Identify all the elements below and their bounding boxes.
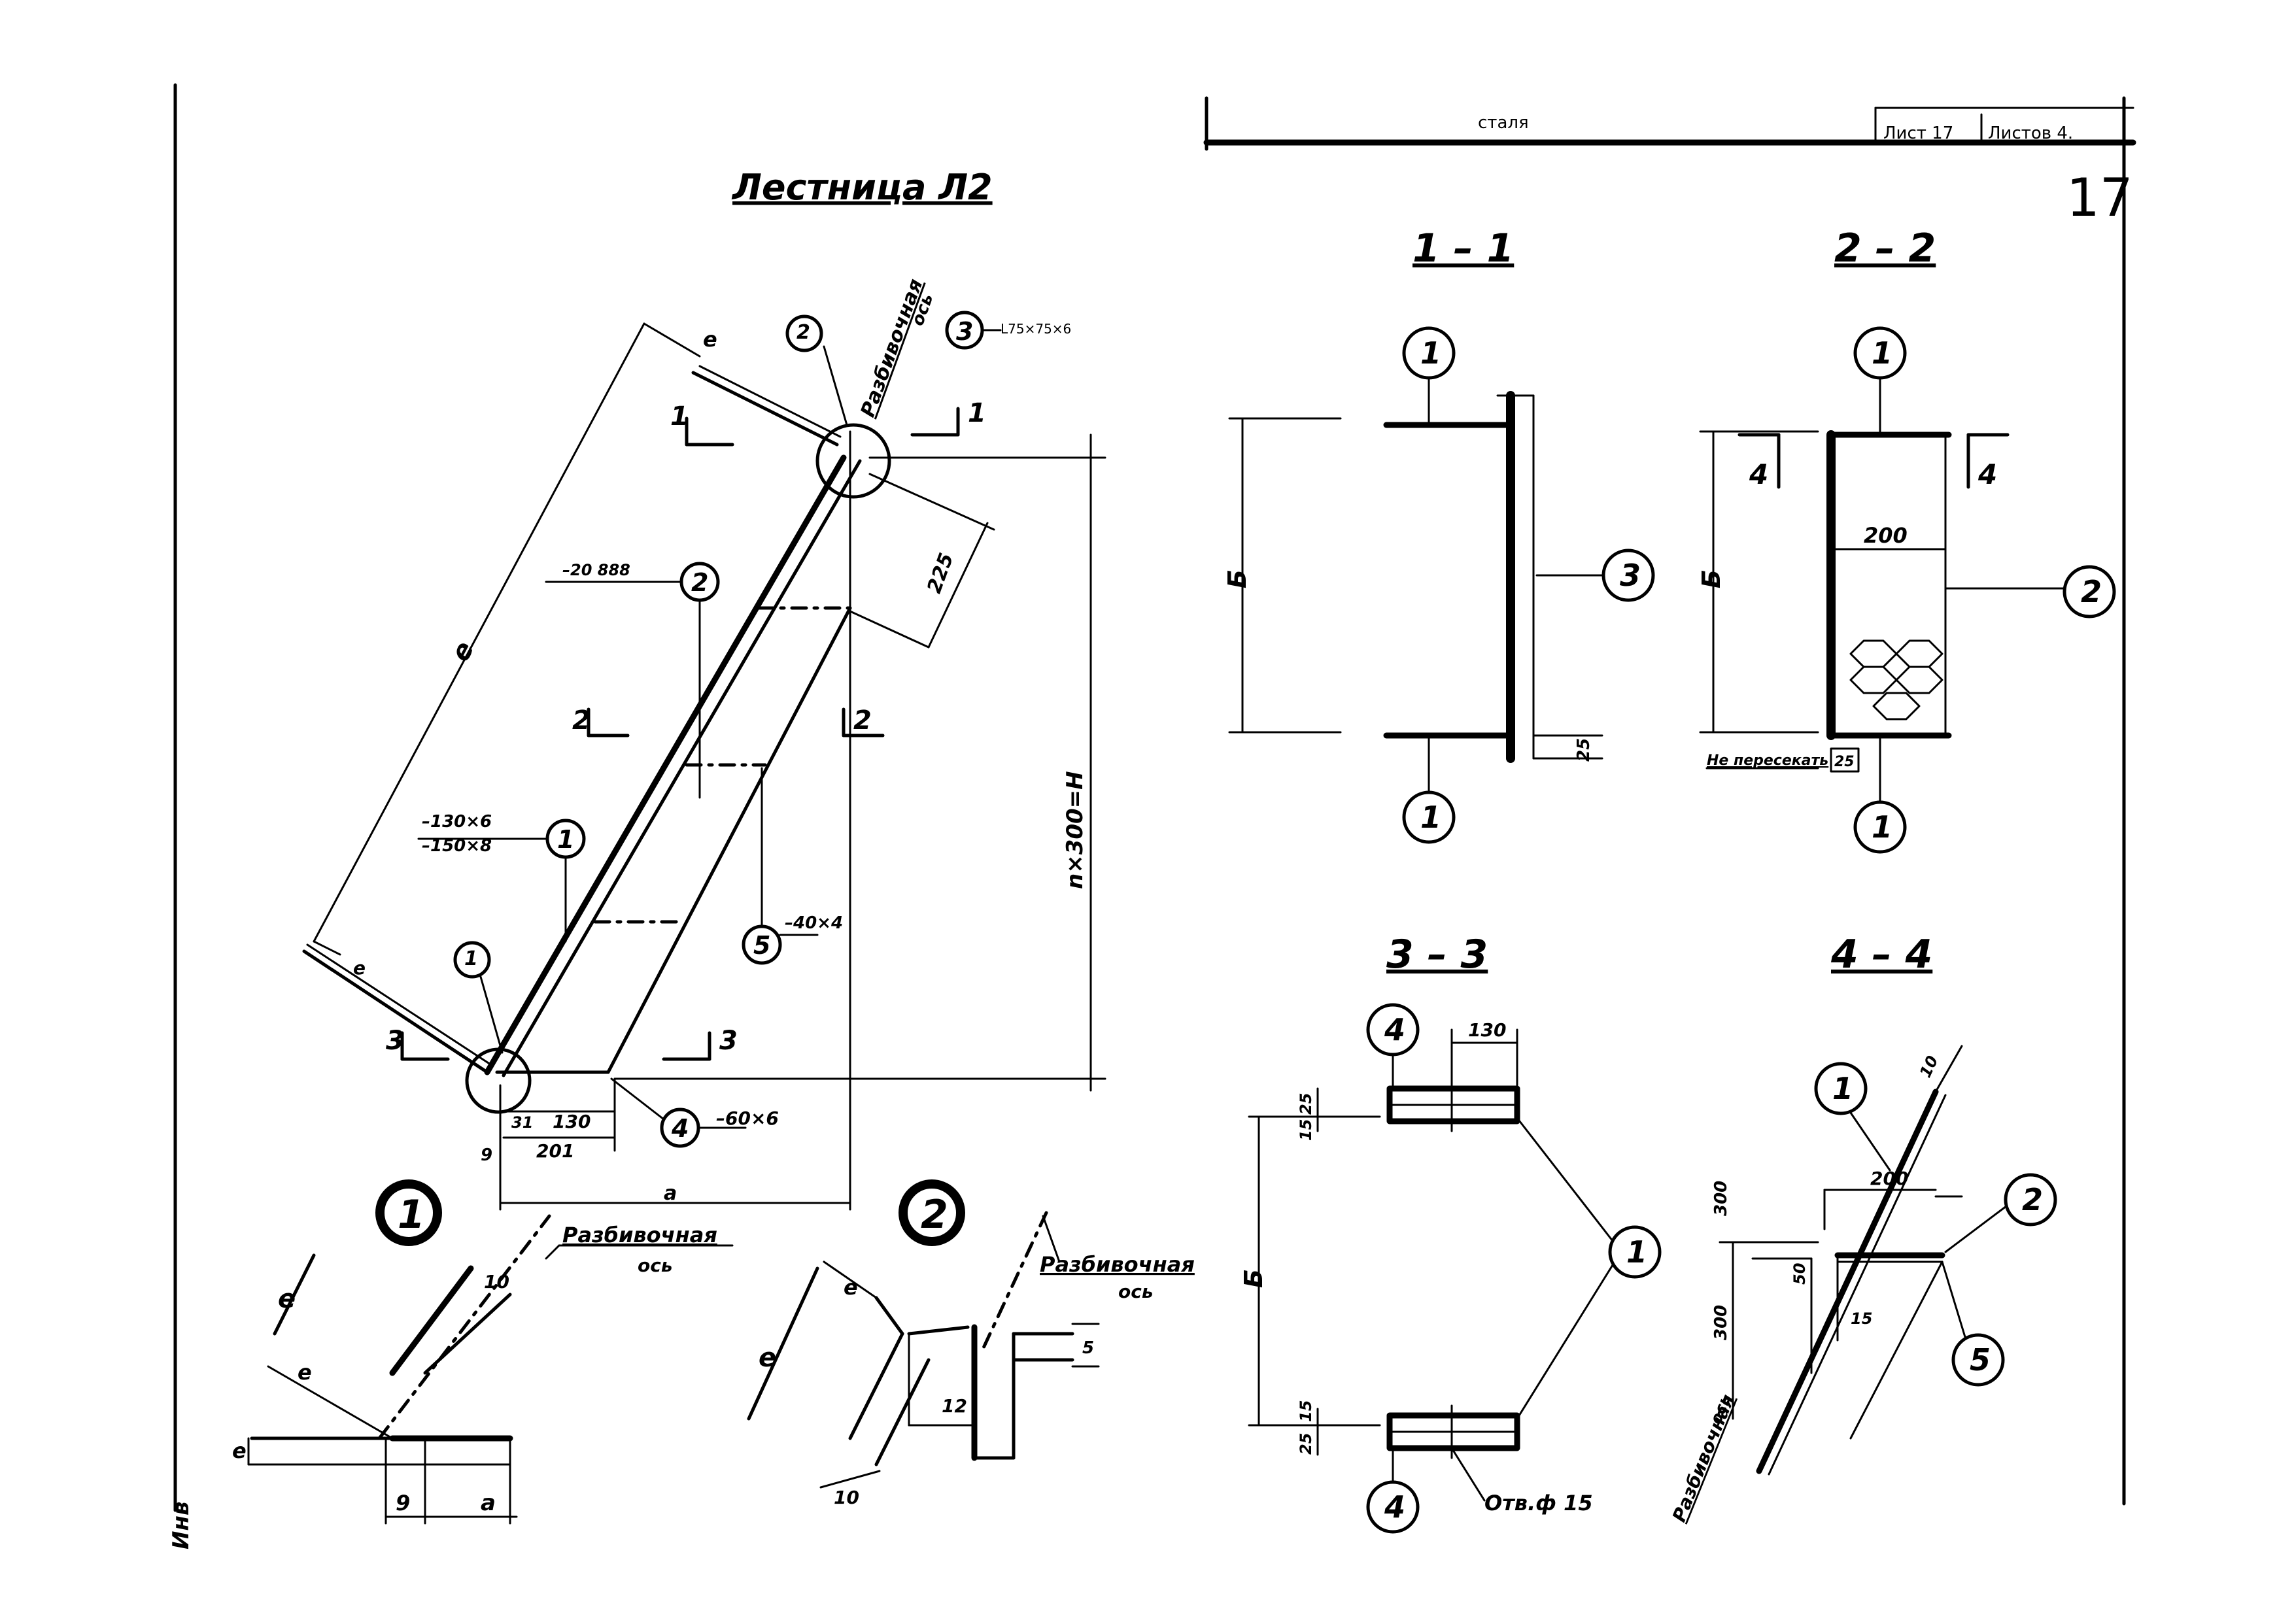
callout-1: 1 [557,825,574,854]
title-block: сталя Лист 17 Листов 4. 17 [1478,113,2133,228]
node-2-e1: е [759,1343,776,1373]
section-3-3-callout-1: 1 [1626,1234,1647,1270]
dim-31: 31 [511,1113,533,1132]
expanded-mesh [1849,639,1943,720]
section-4-4-callout-5: 5 [1970,1342,1991,1378]
section-mark-3-right: 3 [719,1026,738,1056]
node-2-e2: е [844,1275,858,1300]
section-2-2-b: Б [1697,569,1726,588]
section-4-4-dim-300b: 300 [1711,1305,1731,1340]
node-2-detail: 2 е е 5 12 10 Разбивочная ось [747,1179,1195,1508]
section-4-4-dim-200: 200 [1870,1168,1908,1189]
section-3-3-dim-130: 130 [1468,1019,1506,1041]
spec-strip-1a: –130×6 [422,812,492,832]
sheets-count-label: Листов 4. [1988,124,2073,143]
section-2-2-note: Не пересекать [1707,753,1828,769]
section-2-2: 2 – 2 200 Б 4 4 Не пересекать 25 1 1 [1697,226,2116,854]
section-mark-2-right: 2 [853,705,872,736]
section-3-3: 3 – 3 130 Б 25 15 15 25 4 4 1 Отв.ф 15 [1239,932,1662,1534]
section-3-3-title: 3 – 3 [1386,932,1488,977]
section-2-2-mark-4a: 4 [1749,458,1768,490]
node-2-axis: Разбивочная [1040,1252,1195,1277]
section-2-2-dim-200: 200 [1864,523,1908,548]
dim-height: n×300=H [1062,771,1088,889]
section-4-4-callout-1: 1 [1832,1071,1853,1106]
node-1-dim-10: 10 [484,1271,509,1293]
section-2-2-callout-bottom: 1 [1872,809,1892,845]
section-2-2-dim-25: 25 [1834,754,1855,770]
node-1-e2: е [298,1360,312,1385]
section-1-1: 1 – 1 Б 25 1 1 3 [1223,226,1655,844]
section-3-3-dim-15: 15 [1297,1119,1315,1141]
spec-strip-5: –40×4 [785,913,843,933]
spec-plate-2: –20 888 [562,561,630,579]
section-4-4-dim-10: 10 [1916,1053,1942,1080]
node-2-dim-5: 5 [1082,1338,1094,1358]
section-3-3-dim-25: 25 [1297,1093,1315,1115]
sheet-frame [173,83,2136,1512]
section-1-1-b: Б [1223,569,1252,588]
node-1-dim-9: 9 [396,1491,410,1515]
dim-225: 225 [923,550,958,596]
section-mark-3-left: 3 [386,1026,404,1056]
node-1-detail: 1 е е е 10 9 a Разбивочная ось [232,1179,734,1525]
dim-9: 9 [481,1145,492,1165]
section-2-2-mark-4b: 4 [1977,458,1997,490]
section-3-3-dim-15b: 15 [1297,1400,1315,1422]
callout-4: 4 [671,1114,689,1143]
dim-130: 130 [553,1111,591,1132]
main-view-title: Лестница Л2 [731,167,993,208]
section-1-1-callout-3: 3 [1620,558,1641,593]
spec-angle-3: L75×75×6 [1001,321,1071,337]
dim-a: a [664,1182,677,1205]
material-label: сталя [1478,113,1529,133]
main-ladder-view: Лестница Л2 [302,167,1106,1211]
node-2-label: 2 [921,1192,948,1238]
dim-201: 201 [536,1140,574,1162]
node-2-dim-10: 10 [834,1487,859,1508]
section-2-2-title: 2 – 2 [1834,226,1936,271]
spec-strip-1b: –150×8 [422,836,492,856]
section-4-4-dim-300a: 300 [1711,1181,1731,1216]
node-1-e3: е [232,1438,247,1463]
section-1-1-callout-top: 1 [1420,335,1441,371]
section-2-2-callout-top: 1 [1872,335,1892,371]
callout-5: 5 [753,931,770,960]
section-3-3-b: Б [1239,1269,1268,1288]
section-3-3-callout-4-bottom: 4 [1384,1489,1405,1525]
section-4-4-callout-2: 2 [2022,1182,2043,1217]
node-ref-1: 1 [464,947,478,970]
section-1-1-dim: 25 [1574,738,1594,762]
node-1-dim-a: a [481,1490,496,1516]
section-4-4-dim-15: 15 [1851,1310,1872,1328]
callout-2: 2 [691,568,708,597]
node-1-axis-2: ось [638,1255,673,1276]
dim-e-bottom: е [353,957,366,979]
node-1-e1: е [278,1284,296,1314]
page-number: 17 [2066,167,2133,228]
section-4-4-dim-50: 50 [1790,1263,1809,1285]
section-1-1-callout-bottom: 1 [1420,800,1441,835]
node-2-dim-12: 12 [942,1395,967,1417]
spec-strip-4: –60×6 [716,1108,779,1129]
section-4-4: 4 – 4 200 300 300 50 15 10 Разбивочная о… [1668,932,2057,1525]
sheet-number-label: Лист 17 [1883,124,1953,143]
inventory-stamp: Инв [168,1502,194,1549]
section-3-3-callout-4-top: 4 [1384,1012,1405,1047]
callout-3: 3 [956,317,973,346]
section-1-1-title: 1 – 1 [1412,226,1514,271]
node-2-axis-2: ось [1118,1281,1154,1302]
section-3-3-hole: Отв.ф 15 [1484,1491,1593,1515]
node-1-axis: Разбивочная [562,1223,717,1247]
section-2-2-callout-2: 2 [2081,574,2102,609]
node-1-label: 1 [398,1192,425,1238]
dim-e-top: е [703,327,717,352]
section-mark-1-right: 1 [968,398,986,428]
section-mark-2-left: 2 [572,705,591,736]
node-ref-2: 2 [796,321,810,344]
section-mark-1-left: 1 [670,401,689,431]
section-3-3-dim-25b: 25 [1297,1433,1315,1455]
section-4-4-title: 4 – 4 [1830,932,1932,977]
